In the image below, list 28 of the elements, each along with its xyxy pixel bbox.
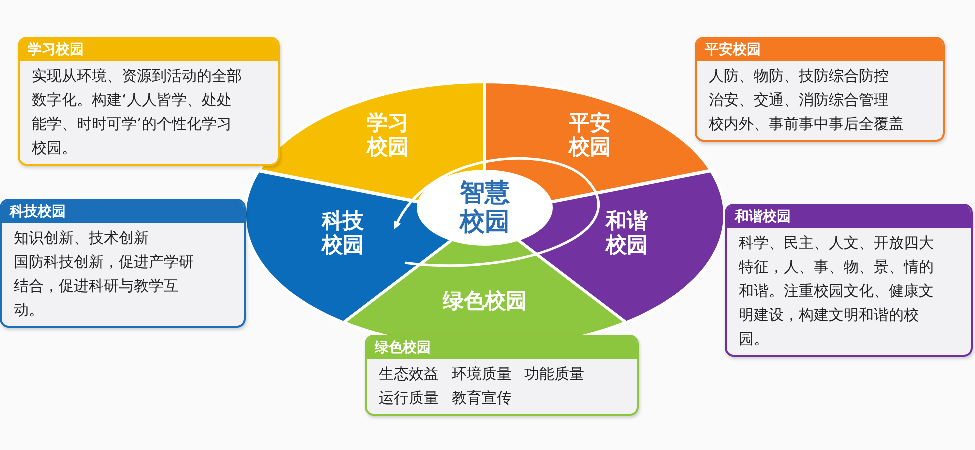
- card-heading: 和谐校园: [727, 206, 971, 228]
- card-text: 实现从环境、资源到活动的全部数字化。构建‘人人皆学、处处能学、时时可学’的个性化学习校园。: [32, 66, 242, 159]
- segment-label: 平安校园: [568, 110, 612, 160]
- card-text: 校内外、事前事中事后全覆盖: [709, 114, 905, 135]
- center-label: 智慧校园: [458, 179, 511, 237]
- card-heading: 科技校园: [2, 201, 244, 223]
- info-card: [365, 335, 639, 416]
- segment-label: 绿色校园: [442, 288, 527, 314]
- segment-label: 学习校园: [366, 110, 410, 160]
- card-text: 国防科技创新，促进产学研结合，促进科研与教学互动。: [14, 252, 195, 321]
- segment-label: 和谐校园: [604, 208, 649, 258]
- card-text: 运行质量: [379, 388, 439, 409]
- segment-label: 科技校园: [320, 208, 365, 258]
- card-heading: 平安校园: [697, 39, 943, 61]
- info-card: [0, 199, 246, 328]
- card-text: 教育宣传: [452, 388, 512, 409]
- card-text: 人防、物防、技防综合防控: [709, 66, 890, 87]
- info-card: [18, 37, 280, 166]
- info-card: [695, 37, 945, 142]
- card-text: 治安、交通、消防综合管理: [709, 90, 890, 111]
- card-heading: 学习校园: [20, 39, 278, 61]
- card-text: 科学、民主、人文、开放四大特征，人、事、物、景、情的和谐。注重校园文化、健康文明建设，构建文明和谐的校园。: [739, 233, 935, 350]
- card-text: 知识创新、技术创新: [14, 228, 150, 249]
- card-text: 功能质量: [524, 364, 584, 385]
- card-text: 环境质量: [452, 364, 512, 385]
- info-card: [725, 204, 973, 357]
- card-text: 生态效益: [379, 364, 439, 385]
- card-heading: 绿色校园: [367, 337, 637, 359]
